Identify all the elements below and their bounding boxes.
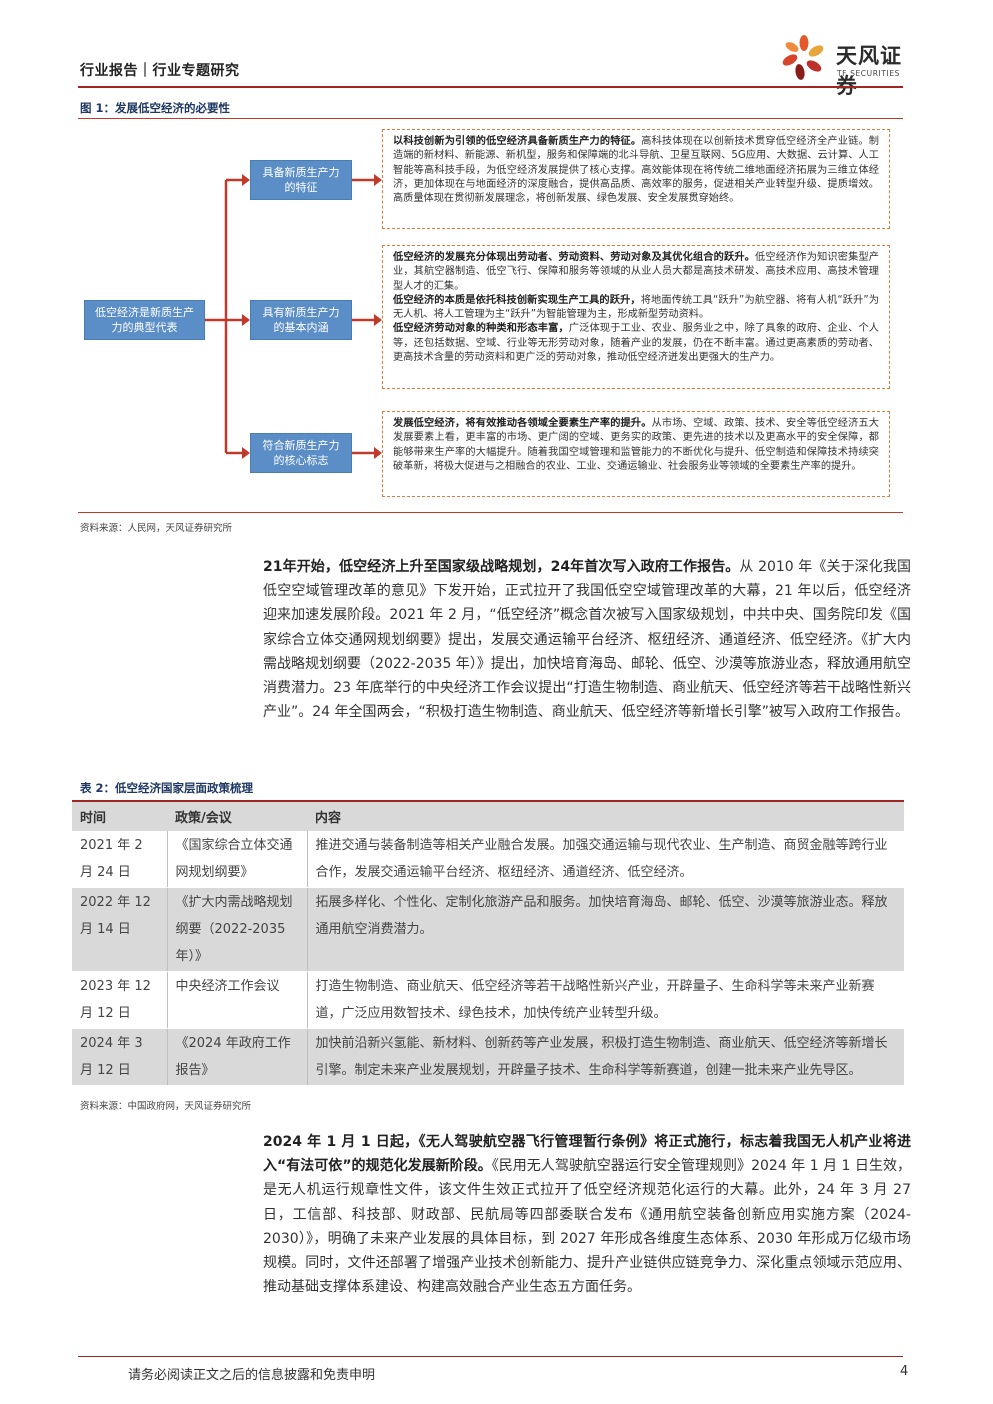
paragraph-2-text: 《民用无人驾驶航空器运行安全管理规则》2024 年 1 月 1 日生效，是无人机… (263, 1158, 911, 1296)
policy-table: 时间 政策/会议 内容 2021 年 2 月 24 日 《国家综合立体交通网规划… (72, 800, 904, 1086)
table-header-policy: 政策/会议 (167, 800, 307, 831)
root-node: 低空经济是新质生产力的典型代表 (84, 300, 205, 340)
cell-policy: 中央经济工作会议 (167, 971, 308, 1029)
cell-time: 2021 年 2 月 24 日 (72, 831, 168, 888)
table-row: 2022 年 12 月 14 日 《扩大内需战略规划纲要（2022-2035 年… (72, 887, 904, 972)
branch-node-2: 具有新质生产力的基本内涵 (250, 300, 352, 340)
cell-content: 拓展多样化、个性化、定制化旅游产品和服务。加快培育海岛、邮轮、低空、沙漠等旅游业… (307, 887, 904, 972)
figure-caption: 图 1：发展低空经济的必要性 (80, 101, 231, 115)
table-header-row: 时间 政策/会议 内容 (72, 800, 904, 831)
body-paragraph-2: 2024 年 1 月 1 日起，《无人驾驶航空器飞行管理暂行条例》将正式施行，标… (263, 1130, 911, 1299)
logo-english-name: TF SECURITIES (837, 69, 901, 78)
paragraph-1-text: 从 2010 年《关于深化我国低空空域管理改革的意见》下发开始，正式拉开了我国低… (263, 559, 911, 721)
cell-policy: 《扩大内需战略规划纲要（2022-2035 年）》 (167, 887, 308, 972)
branch-node-3: 符合新质生产力的核心标志 (250, 433, 352, 473)
table-source: 资料来源：中国政府网，天风证券研究所 (80, 1101, 252, 1112)
cell-time: 2024 年 3 月 12 日 (72, 1028, 168, 1086)
paragraph-1-lead: 21年开始，低空经济上升至国家级战略规划，24年首次写入政府工作报告。 (263, 559, 740, 575)
paragraph-2-lead: 2024 年 1 月 1 日起，《无人驾驶航空器飞行管理暂行条例》将正式施行，标… (263, 1134, 911, 1175)
branch-2-text-3: 广泛体现于工业、农业、服务业之中，除了具象的政府、企业、个人等，还包括数据、空域… (393, 323, 879, 364)
company-logo: 天风证券 TF SECURITIES (780, 34, 920, 98)
cell-time: 2022 年 12 月 14 日 (72, 887, 168, 972)
branch-node-1: 具备新质生产力的特征 (250, 160, 352, 200)
cell-policy: 《国家综合立体交通网规划纲要》 (167, 831, 308, 888)
branch-3-lead: 发展低空经济，将有效推动各领域全要素生产率的提升。 (393, 418, 652, 429)
table-header-content: 内容 (307, 800, 904, 831)
branch-2-text-2: 将地面传统工具“跃升”为航空器、将有人机“跃升”为无人机、将人工管理为主“跃升”… (393, 294, 880, 321)
table-caption: 表 2：低空经济国家层面政策梳理 (80, 781, 254, 795)
body-paragraph-1: 21年开始，低空经济上升至国家级战略规划，24年首次写入政府工作报告。从 201… (263, 555, 911, 724)
diagram-connectors (205, 174, 382, 459)
branch-text-box-3: 发展低空经济，将有效推动各领域全要素生产率的提升。从市场、空域、政策、技术、安全… (382, 411, 890, 497)
figure-top-rule (78, 118, 903, 119)
branch-2-lead-2: 低空经济的本质是依托科技创新实现生产工具的跃升， (393, 294, 641, 306)
branch-2-lead-1: 低空经济的发展充分体现出劳动者、劳动资料、劳动对象及其优化组合的跃升。 (393, 252, 756, 263)
branch-3-text: 从市场、空域、政策、技术、安全等低空经济五大发展要素上看，更丰富的市场、更广阔的… (393, 418, 879, 472)
cell-content: 推进交通与装备制造等相关产业融合发展。加强交通运输与现代农业、生产制造、商贸金融… (307, 831, 904, 888)
cell-time: 2023 年 12 月 12 日 (72, 971, 168, 1029)
table-row: 2024 年 3 月 12 日 《2024 年政府工作报告》 加快前沿新兴氢能、… (72, 1028, 904, 1086)
page-number: 4 (900, 1364, 909, 1379)
footer-disclaimer: 请务必阅读正文之后的信息披露和免责申明 (128, 1368, 376, 1383)
cell-policy: 《2024 年政府工作报告》 (167, 1028, 308, 1086)
footer-divider (78, 1356, 903, 1357)
figure-bottom-rule (78, 512, 903, 513)
necessity-diagram: 低空经济是新质生产力的典型代表 具备新质生产力的特征 具有新质生产力的基本内涵 … (78, 118, 903, 513)
report-header-title: 行业报告｜行业专题研究 (80, 63, 240, 79)
table-header-time: 时间 (72, 800, 167, 831)
figure-source: 资料来源：人民网，天风证券研究所 (80, 523, 233, 534)
branch-text-box-1: 以科技创新为引领的低空经济具备新质生产力的特征。高科技体现在以创新技术贯穿低空经… (382, 129, 890, 229)
header-divider (78, 86, 903, 88)
branch-text-box-2: 低空经济的发展充分体现出劳动者、劳动资料、劳动对象及其优化组合的跃升。低空经济作… (382, 245, 890, 389)
branch-1-text: 高科技体现在以创新技术贯穿低空经济全产业链。制造端的新材料、新能源、新机型，服务… (393, 136, 879, 205)
flower-logo-icon (782, 35, 824, 80)
table-row: 2023 年 12 月 12 日 中央经济工作会议 打造生物制造、商业航天、低空… (72, 971, 904, 1029)
branch-2-text-1: 低空经济作为知识密集型产业，其航空器制造、低空飞行、保障和服务等领域的从业人员大… (393, 252, 879, 292)
table-row: 2021 年 2 月 24 日 《国家综合立体交通网规划纲要》 推进交通与装备制… (72, 831, 904, 888)
branch-2-lead-3: 低空经济劳动对象的种类和形态丰富， (393, 323, 569, 335)
cell-content: 加快前沿新兴氢能、新材料、创新药等产业发展，积极打造生物制造、商业航天、低空经济… (307, 1028, 904, 1086)
branch-1-lead: 以科技创新为引领的低空经济具备新质生产力的特征。 (393, 136, 642, 147)
cell-content: 打造生物制造、商业航天、低空经济等若干战略性新兴产业，开辟量子、生命科学等未来产… (307, 971, 904, 1029)
